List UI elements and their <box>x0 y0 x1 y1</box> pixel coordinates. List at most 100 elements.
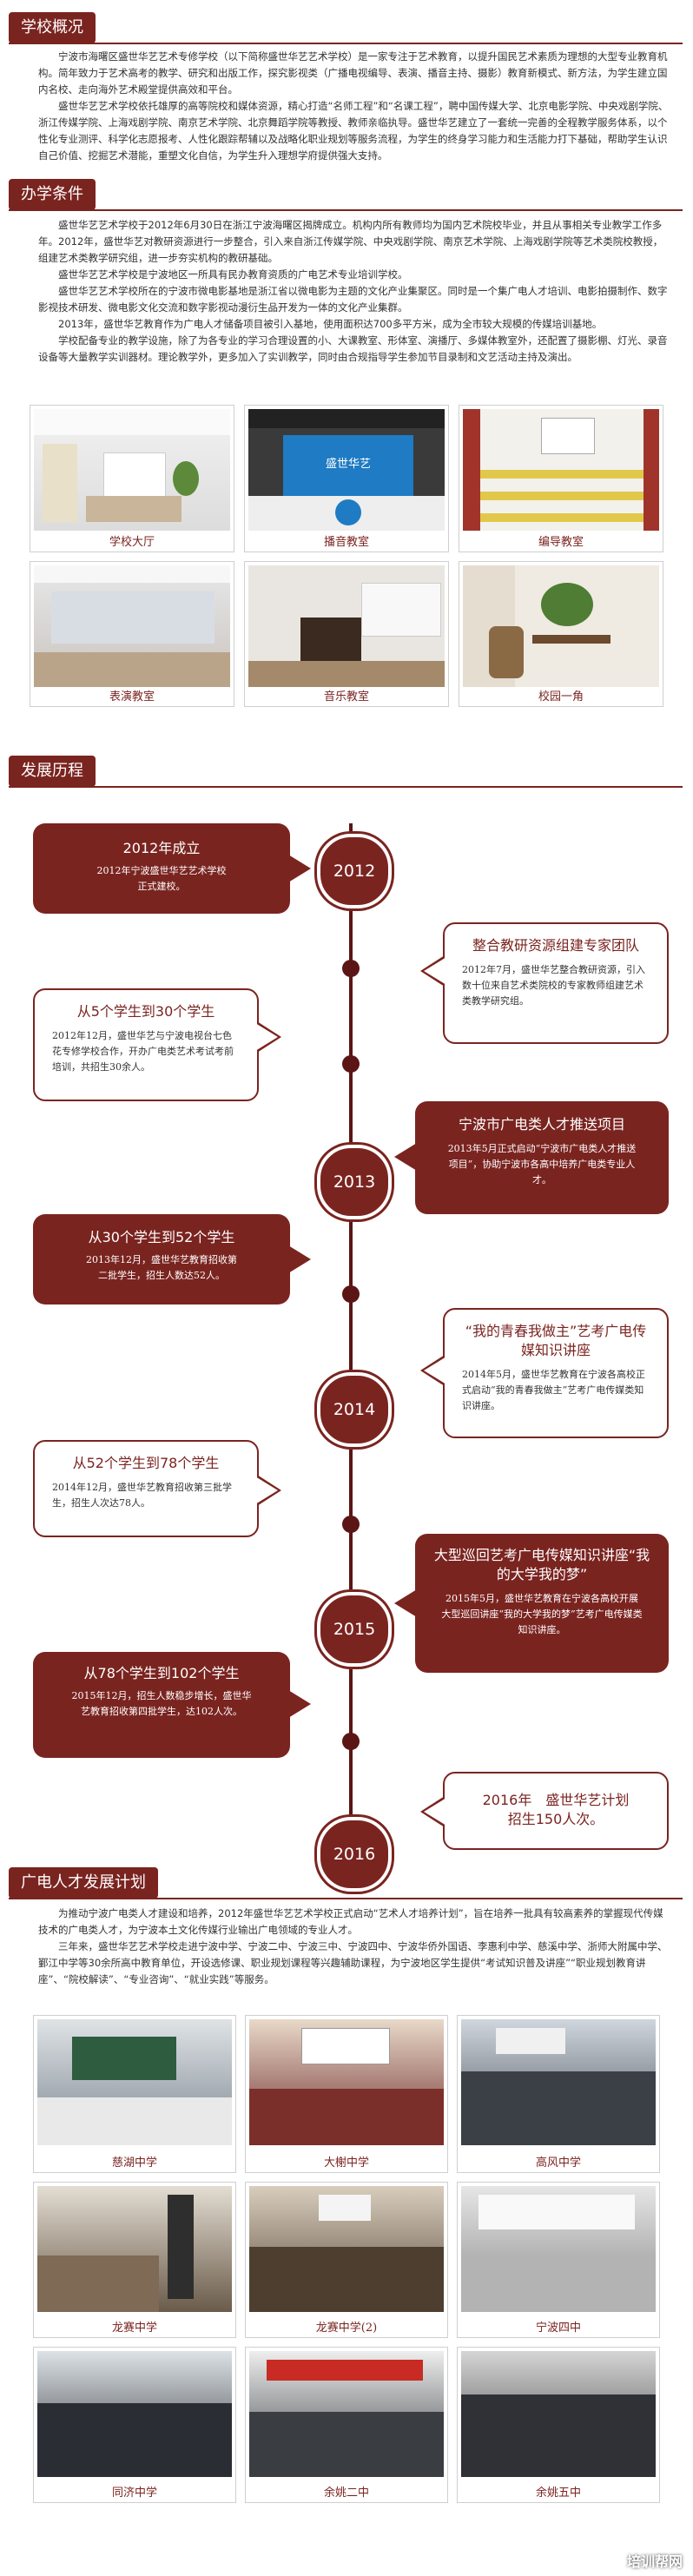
hall-photo <box>34 409 230 531</box>
photo-school: 慈湖中学 <box>33 2015 236 2173</box>
timeline-axis <box>349 823 353 1848</box>
photo-caption: 音乐教室 <box>323 690 369 703</box>
photo-caption: 龙赛中学(2) <box>315 2322 378 2335</box>
event-pointer-fill <box>255 1476 278 1504</box>
event-pointer <box>288 855 311 882</box>
photo-caption: 余姚五中 <box>535 2487 581 2500</box>
classroom-photo <box>461 2351 656 2477</box>
timeline-event: 2016年 盛世华艺计划招生150人次。 <box>443 1772 669 1850</box>
timeline-dot <box>342 1055 360 1073</box>
year-badge: 2013 <box>317 1145 392 1219</box>
section-plan-header: 广电人才发展计划 <box>0 1867 693 1899</box>
photo-caption: 余姚二中 <box>323 2487 369 2500</box>
photo-school: 同济中学 <box>33 2347 236 2503</box>
year-badge: 2014 <box>317 1372 392 1447</box>
event-desc: 2012年12月，盛世华艺与宁波电视台七色花专修学校合作，开办广电类艺术考试考前… <box>52 1030 234 1073</box>
photo-broadcast-room: 盛世华艺 播音教室 <box>244 405 449 552</box>
auditorium-photo <box>249 2186 444 2312</box>
event-pointer <box>394 1143 417 1171</box>
campus-corner-photo <box>463 565 659 687</box>
acting-room-photo <box>34 565 230 687</box>
event-pointer-fill <box>424 957 446 985</box>
photo-caption: 龙赛中学 <box>111 2322 157 2335</box>
photo-caption: 同济中学 <box>111 2487 157 2500</box>
paragraph: 盛世华艺艺术学校所在的宁波市微电影基地是浙江省以微电影为主题的文化产业集聚区。同… <box>38 285 668 314</box>
photo-caption: 表演教室 <box>109 690 155 703</box>
paragraph: 学校配备专业的教学设施，除了为各专业的学习合理设置的小、大课教室、形体室、演播厅… <box>38 334 668 363</box>
event-desc: 2013年5月正式启动“宁波市广电类人才推送项目”，协助宁波市各高中培养广电类专… <box>447 1143 637 1186</box>
broadcast-room-photo: 盛世华艺 <box>248 409 445 531</box>
music-room-photo <box>248 565 445 687</box>
divider <box>9 786 683 788</box>
photo-directing-room: 编导教室 <box>459 405 663 552</box>
event-pointer <box>288 1245 311 1273</box>
section-title: 办学条件 <box>9 179 96 210</box>
classroom-photo <box>37 2351 232 2477</box>
timeline-dot <box>342 1285 360 1303</box>
photo-campus-corner: 校园一角 <box>459 561 663 707</box>
photo-school: 宁波四中 <box>457 2182 660 2338</box>
event-title: 从5个学生到30个学生 <box>76 1003 215 1020</box>
photo-music-room: 音乐教室 <box>244 561 449 707</box>
plan-text: 为推动宁波广电类人才建设和培养，2012年盛世华艺艺术学校正式启动“艺术人才培养… <box>38 1906 672 1988</box>
paragraph: 盛世华艺艺术学校于2012年6月30日在浙江宁波海曙区揭牌成立。机构内所有教师均… <box>38 219 663 264</box>
timeline-event: 整合教研资源组建专家团队 2012年7月，盛世华艺整合教研资源，引入数十位来自艺… <box>443 922 669 1044</box>
lecture-hall-photo <box>461 2019 656 2145</box>
timeline-event: 宁波市广电类人才推送项目 2013年5月正式启动“宁波市广电类人才推送项目”，协… <box>415 1101 669 1214</box>
timeline-dot <box>342 960 360 977</box>
timeline-event: 从30个学生到52个学生 2013年12月，盛世华艺教育招收第二批学生，招生人数… <box>33 1214 290 1305</box>
photo-caption: 学校大厅 <box>109 536 155 549</box>
photo-school: 龙赛中学(2) <box>245 2182 448 2338</box>
overview-text: 宁波市海曙区盛世华艺艺术专修学校（以下简称盛世华艺艺术学校）是一家专注于艺术教育… <box>38 49 672 164</box>
paragraph: 三年来，盛世华艺艺术学校走进宁波中学、宁波二中、宁波三中、宁波四中、宁波华侨外国… <box>38 1940 668 1985</box>
event-pointer <box>288 1690 311 1718</box>
photo-school: 大榭中学 <box>245 2015 448 2173</box>
timeline-event: “我的青春我做主”艺考广电传媒知识讲座 2014年5月，盛世华艺教育在宁波各高校… <box>443 1308 669 1438</box>
photo-caption: 宁波四中 <box>535 2322 581 2335</box>
classroom-photo <box>37 2186 232 2312</box>
paragraph: 2013年，盛世华艺教育作为广电人才储备项目被引入基地，使用面积达700多平方米… <box>58 318 603 330</box>
divider <box>9 209 683 211</box>
section-title: 发展历程 <box>9 756 96 787</box>
studio-sign: 盛世华艺 <box>325 458 371 471</box>
photo-caption: 编导教室 <box>538 536 584 549</box>
event-title: 2016年 盛世华艺计划招生150人次。 <box>482 1792 630 1827</box>
timeline-dot <box>342 1733 360 1750</box>
section-conditions-header: 办学条件 <box>0 179 693 211</box>
photo-school: 龙赛中学 <box>33 2182 236 2338</box>
divider <box>9 43 683 44</box>
site-watermark: 培训帮网 <box>626 2553 683 2570</box>
photo-caption: 校园一角 <box>538 690 584 703</box>
event-desc: 2015年5月，盛世华艺教育在宁波各高校开展大型巡回讲座“我的大学我的梦”艺考广… <box>441 1593 643 1635</box>
photo-school: 高风中学 <box>457 2015 660 2173</box>
photo-acting-room: 表演教室 <box>30 561 234 707</box>
photo-school-hall: 学校大厅 <box>30 405 234 552</box>
year-badge: 2015 <box>317 1592 392 1667</box>
conditions-text: 盛世华艺艺术学校于2012年6月30日在浙江宁波海曙区揭牌成立。机构内所有教师均… <box>38 217 672 366</box>
event-title: 从30个学生到52个学生 <box>88 1229 235 1245</box>
year-badge: 2016 <box>317 1817 392 1892</box>
timeline-event: 大型巡回艺考广电传媒知识讲座“我的大学我的梦” 2015年5月，盛世华艺教育在宁… <box>415 1534 669 1673</box>
event-pointer <box>394 1589 417 1617</box>
photo-caption: 大榭中学 <box>323 2157 369 2170</box>
event-desc: 2013年12月，盛世华艺教育招收第二批学生，招生人数达52人。 <box>86 1254 237 1281</box>
timeline-event: 从78个学生到102个学生 2015年12月，招生人数稳步增长，盛世华艺教育招收… <box>33 1652 290 1758</box>
classroom-photo <box>461 2186 656 2312</box>
event-pointer-fill <box>424 1798 446 1826</box>
event-title: “我的青春我做主”艺考广电传媒知识讲座 <box>465 1323 647 1358</box>
event-title: 2012年成立 <box>122 840 201 856</box>
event-title: 整合教研资源组建专家团队 <box>472 937 639 954</box>
event-title: 宁波市广电类人才推送项目 <box>458 1116 625 1133</box>
timeline-event: 从52个学生到78个学生 2014年12月，盛世华艺教育招收第三批学生，招生人次… <box>33 1440 259 1537</box>
lecture-photo <box>249 2351 444 2477</box>
photo-caption: 慈湖中学 <box>111 2157 157 2170</box>
auditorium-photo <box>249 2019 444 2145</box>
timeline-event: 2012年成立 2012年宁波盛世华艺艺术学校正式建校。 <box>33 823 290 914</box>
section-overview-header: 学校概况 <box>0 12 693 44</box>
event-desc: 2014年12月，盛世华艺教育招收第三批学生，招生人次达78人。 <box>52 1482 232 1509</box>
event-title: 从52个学生到78个学生 <box>72 1455 220 1471</box>
event-pointer-fill <box>424 1357 446 1384</box>
event-title: 大型巡回艺考广电传媒知识讲座“我的大学我的梦” <box>433 1547 650 1582</box>
paragraph: 盛世华艺艺术学校依托雄厚的高等院校和媒体资源，精心打造“名师工程”和“名课工程”… <box>38 100 669 162</box>
